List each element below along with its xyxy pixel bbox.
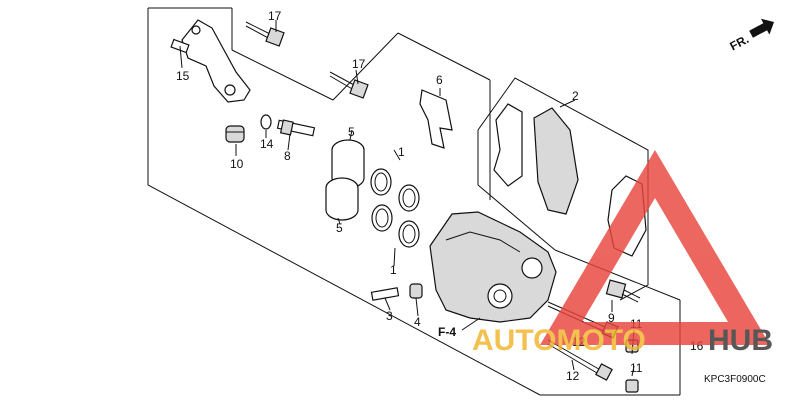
part-label-8: 8 xyxy=(284,149,291,163)
part-label-17-upper: 17 xyxy=(268,9,282,23)
nut-11-lower xyxy=(625,379,639,393)
part-label-6: 6 xyxy=(436,73,443,87)
bolt-17-upper xyxy=(245,21,285,47)
diagram-code: KPC3F0900C xyxy=(704,374,766,385)
section-ref-label: F-4 xyxy=(438,325,456,339)
bleeder-valve-3 xyxy=(370,287,400,301)
part-label-1-upper: 1 xyxy=(398,145,405,159)
part-label-12-lower: 12 xyxy=(566,369,580,383)
front-direction-label: FR. xyxy=(728,32,752,53)
part-label-5-lower: 5 xyxy=(336,221,343,235)
pad-spring-6 xyxy=(419,89,453,149)
part-label-11-lower: 11 xyxy=(630,361,643,375)
caliper-bracket xyxy=(170,19,251,103)
part-label-5-upper: 5 xyxy=(348,125,355,139)
pad-group-box xyxy=(477,77,649,301)
part-label-14: 14 xyxy=(260,137,274,151)
assembly-frame xyxy=(147,7,681,396)
front-direction-indicator: FR. xyxy=(728,18,775,53)
bleeder-cap-4 xyxy=(409,283,423,299)
piston-5-lower xyxy=(325,177,359,221)
warning-triangle-icon xyxy=(540,150,770,345)
part-label-2: 2 xyxy=(572,89,579,103)
part-label-1-lower: 1 xyxy=(390,263,397,277)
bolt-9 xyxy=(605,279,641,303)
brake-pad-shim xyxy=(493,103,523,187)
part-label-16: 15 xyxy=(176,69,190,83)
part-label-17-lower: 17 xyxy=(352,57,366,71)
part-label-9: 9 xyxy=(608,311,615,325)
part-label-3: 3 xyxy=(386,309,393,323)
watermark-text-automoto: AUTOMOTO xyxy=(472,324,646,357)
arrow-right-icon xyxy=(749,18,775,38)
boot-10 xyxy=(225,125,245,143)
part-label-4: 4 xyxy=(414,315,421,329)
bolt-17-lower xyxy=(329,71,369,99)
brake-pad-inner xyxy=(533,107,579,215)
washer-14 xyxy=(260,114,272,130)
part-label-10: 10 xyxy=(230,157,244,171)
slide-pin-12-lower xyxy=(547,339,613,381)
automotohub-watermark: AUTOMOTO HUB xyxy=(472,150,773,357)
caliper-body xyxy=(429,211,557,323)
pin-8 xyxy=(276,119,316,137)
piston-seals-1 xyxy=(370,168,420,248)
watermark-text-hub: HUB xyxy=(708,324,773,357)
